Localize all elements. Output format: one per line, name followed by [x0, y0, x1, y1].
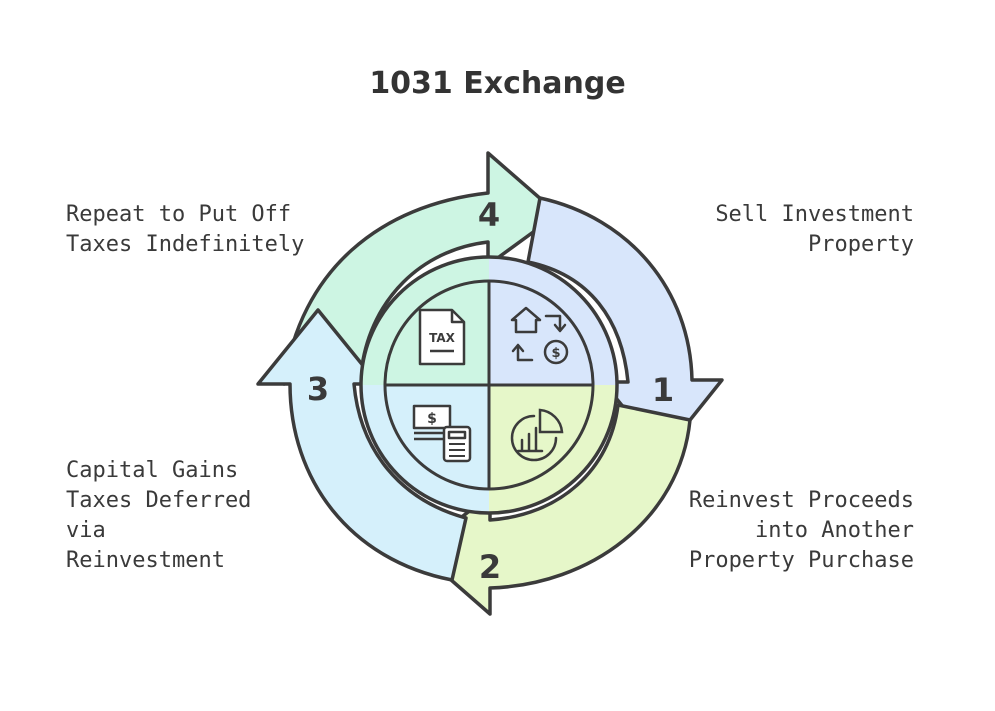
step-1-label: Sell Investment Property [715, 202, 914, 257]
money-calculator-icon: $ [412, 404, 472, 463]
step-4-number: 4 [478, 196, 500, 234]
arrow-step-1 [526, 196, 724, 457]
page-title: 1031 Exchange [369, 66, 626, 101]
house-exchange-dollar-icon: $ [510, 306, 569, 365]
step-2-number: 2 [479, 548, 501, 586]
arrow-step-2 [416, 403, 692, 616]
tax-document-icon: TAX [418, 308, 466, 366]
outer-ring [256, 151, 724, 616]
step-3-label: Capital Gains Taxes Deferred via Reinves… [66, 458, 252, 573]
svg-text:$: $ [427, 411, 437, 427]
tax-icon-text: TAX [429, 331, 456, 345]
inner-circle [359, 255, 619, 515]
step-1-number: 1 [652, 371, 674, 409]
svg-text:$: $ [551, 346, 560, 361]
step-3-number: 3 [307, 370, 329, 408]
step-4-label: Repeat to Put Off Taxes Indefinitely [66, 202, 305, 257]
step-2-label: Reinvest Proceeds into Another Property … [688, 488, 914, 573]
arrow-step-3 [256, 308, 468, 582]
pie-chart-growth-icon [510, 408, 564, 462]
arrow-step-4 [282, 151, 560, 386]
